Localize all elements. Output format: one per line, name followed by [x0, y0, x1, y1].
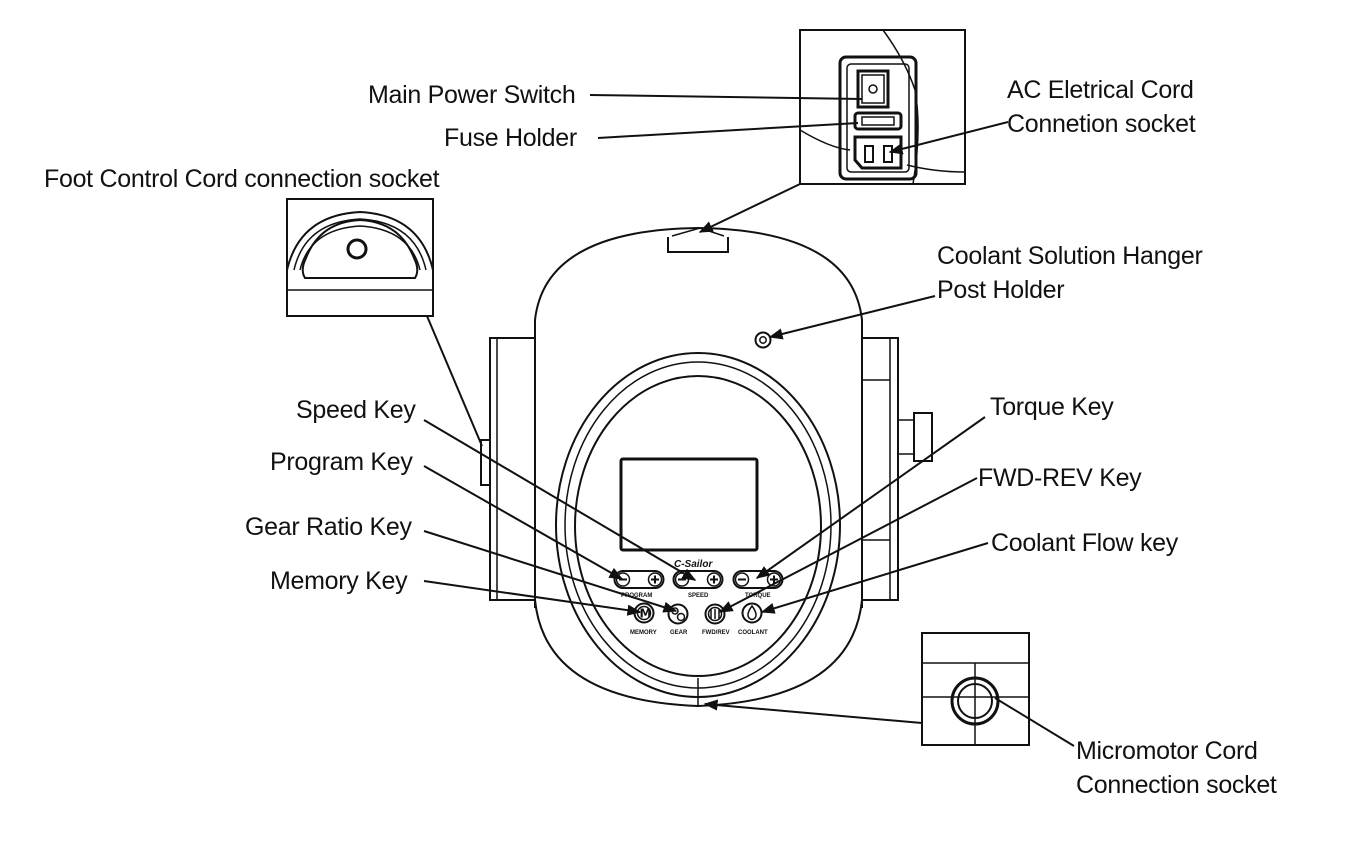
program-label: PROGRAM — [621, 593, 652, 599]
label-coolant-hanger-line1: Coolant Solution Hanger — [937, 242, 1203, 270]
memory-glyph: M — [640, 607, 652, 621]
label-memory-key: Memory Key — [270, 567, 408, 595]
fwd-rev-label: FWD/REV — [702, 630, 730, 636]
torque-label: TORQUE — [745, 593, 771, 599]
fwd-rev-icon — [710, 609, 720, 619]
label-gear-ratio-key: Gear Ratio Key — [245, 513, 413, 541]
label-micromotor-line1: Micromotor Cord — [1076, 737, 1258, 765]
label-torque-key: Torque Key — [990, 393, 1114, 421]
speed-key[interactable]: SPEED — [672, 570, 724, 599]
brand-logo: C-Sailor — [674, 559, 713, 570]
label-fuse-holder: Fuse Holder — [444, 124, 577, 152]
droplet-icon — [747, 604, 757, 621]
label-micromotor-line2: Connection socket — [1076, 771, 1277, 799]
micromotor-inset — [703, 632, 1030, 746]
memory-label: MEMORY — [630, 630, 657, 636]
label-program-key: Program Key — [270, 448, 413, 476]
labels: Main Power Switch Fuse Holder AC Eletric… — [44, 76, 1277, 799]
torque-key[interactable]: TORQUE — [732, 570, 784, 599]
side-connector-left — [480, 439, 491, 486]
leader-lines — [423, 94, 1075, 747]
foot-control-inset — [286, 198, 483, 447]
label-foot-control: Foot Control Cord connection socket — [44, 165, 440, 193]
gear-label: GEAR — [670, 630, 688, 636]
label-coolant-hanger-line2: Post Holder — [937, 276, 1064, 304]
label-fwd-rev-key: FWD-REV Key — [978, 464, 1142, 492]
label-ac-cord-line1: AC Eletrical Cord — [1007, 76, 1194, 104]
label-coolant-flow-key: Coolant Flow key — [991, 529, 1179, 557]
lcd-display — [619, 457, 759, 552]
fuse-holder[interactable] — [853, 111, 903, 131]
label-main-power-switch: Main Power Switch — [368, 81, 575, 109]
power-inset — [698, 29, 966, 233]
fwd-rev-key[interactable]: FWD/REV — [702, 603, 730, 637]
coolant-flow-key[interactable]: COOLANT — [738, 602, 768, 637]
ac-cord-socket — [853, 135, 903, 170]
coolant-label: COOLANT — [738, 630, 768, 636]
micromotor-socket — [950, 676, 1000, 726]
side-knob-right — [913, 412, 933, 462]
memory-key[interactable]: M MEMORY — [630, 602, 657, 637]
foot-control-socket — [346, 238, 368, 260]
speed-label: SPEED — [688, 593, 709, 599]
coolant-hanger-post-holder — [754, 331, 772, 349]
label-ac-cord-line2: Connetion socket — [1007, 110, 1196, 138]
label-speed-key: Speed Key — [296, 396, 416, 424]
main-power-switch[interactable] — [856, 69, 890, 109]
